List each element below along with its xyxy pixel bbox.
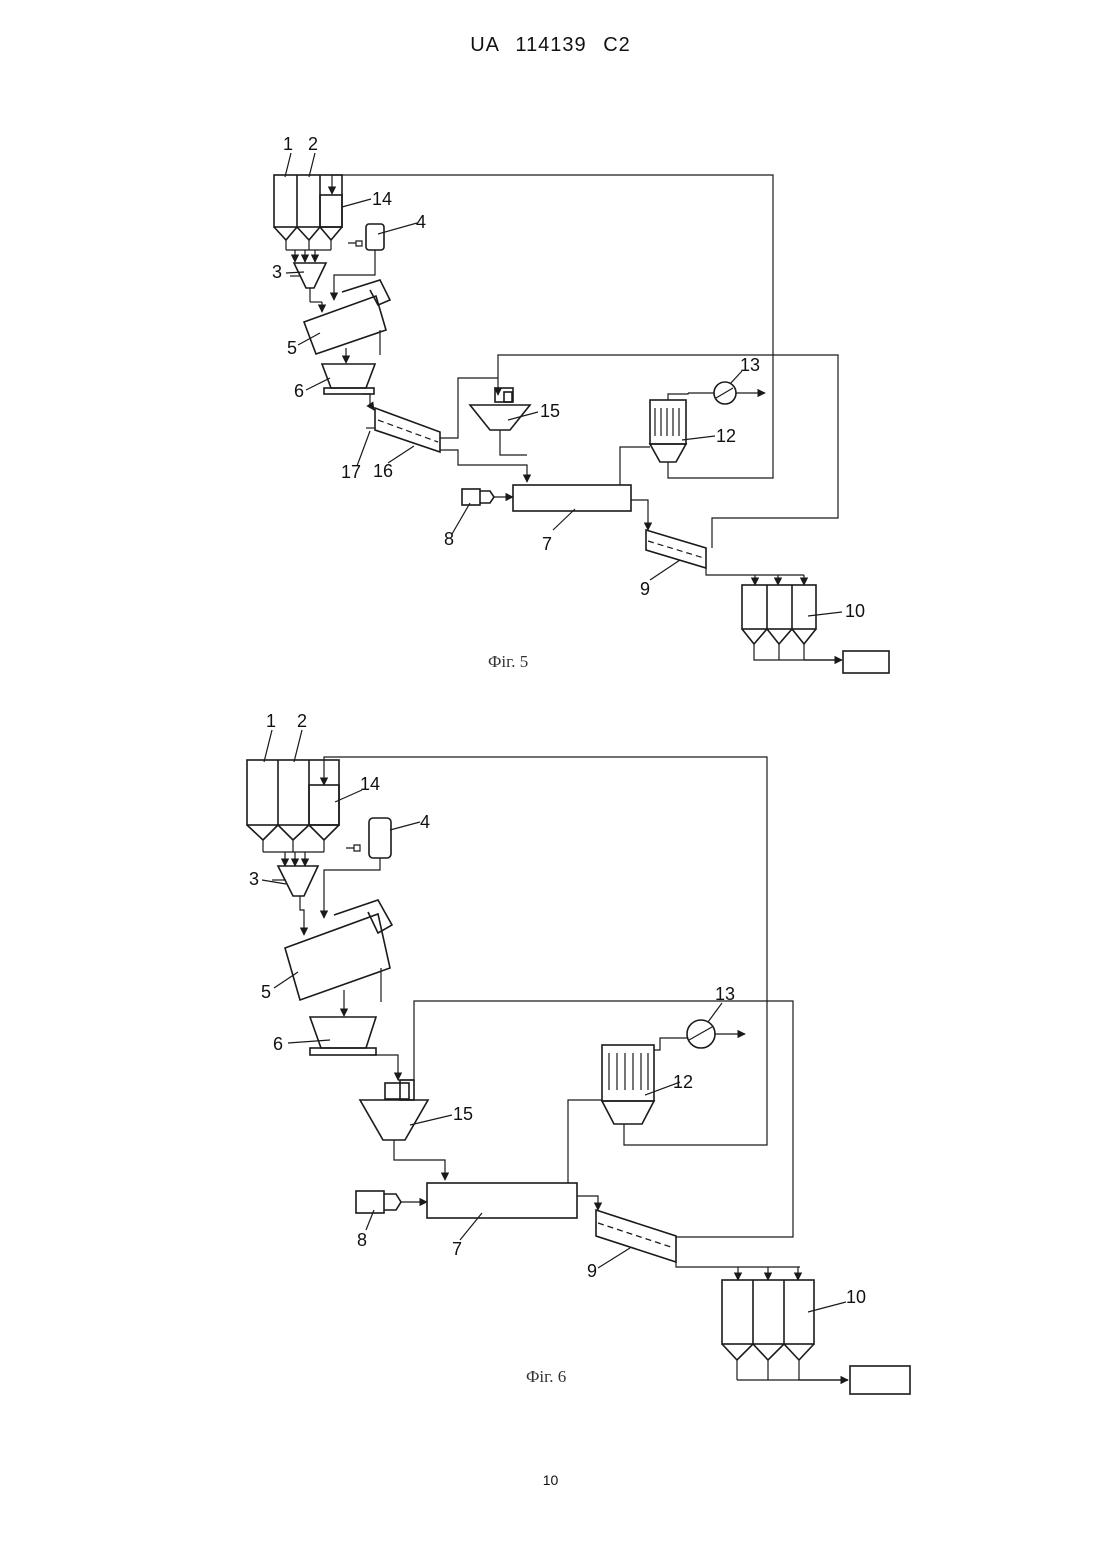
fig5-return-lines [332,175,838,548]
fig5-label-1: 1 [283,134,293,154]
fig6-silos [247,760,339,866]
fig5-label-15: 15 [540,401,560,421]
fig6-kiln [427,1183,577,1218]
fig5-dosing-hopper [290,263,326,312]
fig6-dynamic-separator [360,1080,445,1180]
fig5-kiln [513,485,631,511]
fig5-label-13: 13 [740,355,760,375]
fig5-mill [304,280,390,363]
fig5-label-7: 7 [542,534,552,554]
fig5-label-9: 9 [640,579,650,599]
fig5-leader-lines [285,153,842,616]
fig6-label-3: 3 [249,869,259,889]
fig5-label-6: 6 [294,381,304,401]
fig6-label-2: 2 [297,711,307,731]
fig5-label-17: 17 [341,462,361,482]
fig5-fan [688,382,765,404]
fig6-label-1: 1 [266,711,276,731]
fig5-tank [334,224,384,300]
figure-5: 1 2 14 4 3 5 6 15 12 13 17 16 8 7 9 10 Ф… [272,134,889,673]
fig6-label-13: 13 [715,984,735,1004]
fig5-product-silos [742,585,889,673]
fig6-mill [285,900,392,1016]
fig6-cooler [596,1210,800,1280]
fig5-label-5: 5 [287,338,297,358]
fig6-label-8: 8 [357,1230,367,1250]
fig5-label-8: 8 [444,529,454,549]
fig6-caption: Фіг. 6 [526,1367,566,1386]
fig5-cooler [646,530,804,585]
fig5-burner [462,489,513,505]
fig6-fan [687,1020,745,1048]
fig6-tank [324,818,391,918]
fig5-label-10: 10 [845,601,865,621]
fig6-burner [356,1191,427,1213]
fig5-separator [322,364,375,410]
fig5-caption: Фіг. 5 [488,652,528,671]
fig5-label-12: 12 [716,426,736,446]
fig5-label-16: 16 [373,461,393,481]
fig6-leader-lines [262,730,846,1312]
fig6-label-15: 15 [453,1104,473,1124]
fig6-label-10: 10 [846,1287,866,1307]
fig6-label-7: 7 [452,1239,462,1259]
fig6-filter [568,1038,688,1183]
fig5-filter [620,393,688,485]
fig5-label-3: 3 [272,262,282,282]
fig6-product-silos [722,1280,910,1394]
page-number: 10 [0,1472,1101,1488]
fig6-label-4: 4 [420,812,430,832]
fig6-label-14: 14 [360,774,380,794]
figure-6: 1 2 14 4 3 5 6 15 12 13 8 7 9 10 Фіг. 6 [247,711,910,1394]
fig6-dosing-hopper [272,866,318,935]
fig6-label-6: 6 [273,1034,283,1054]
fig5-label-2: 2 [308,134,318,154]
fig6-label-12: 12 [673,1072,693,1092]
fig5-label-14: 14 [372,189,392,209]
fig5-label-4: 4 [416,212,426,232]
fig6-label-5: 5 [261,982,271,1002]
fig6-label-9: 9 [587,1261,597,1281]
fig6-separator [310,1017,398,1080]
